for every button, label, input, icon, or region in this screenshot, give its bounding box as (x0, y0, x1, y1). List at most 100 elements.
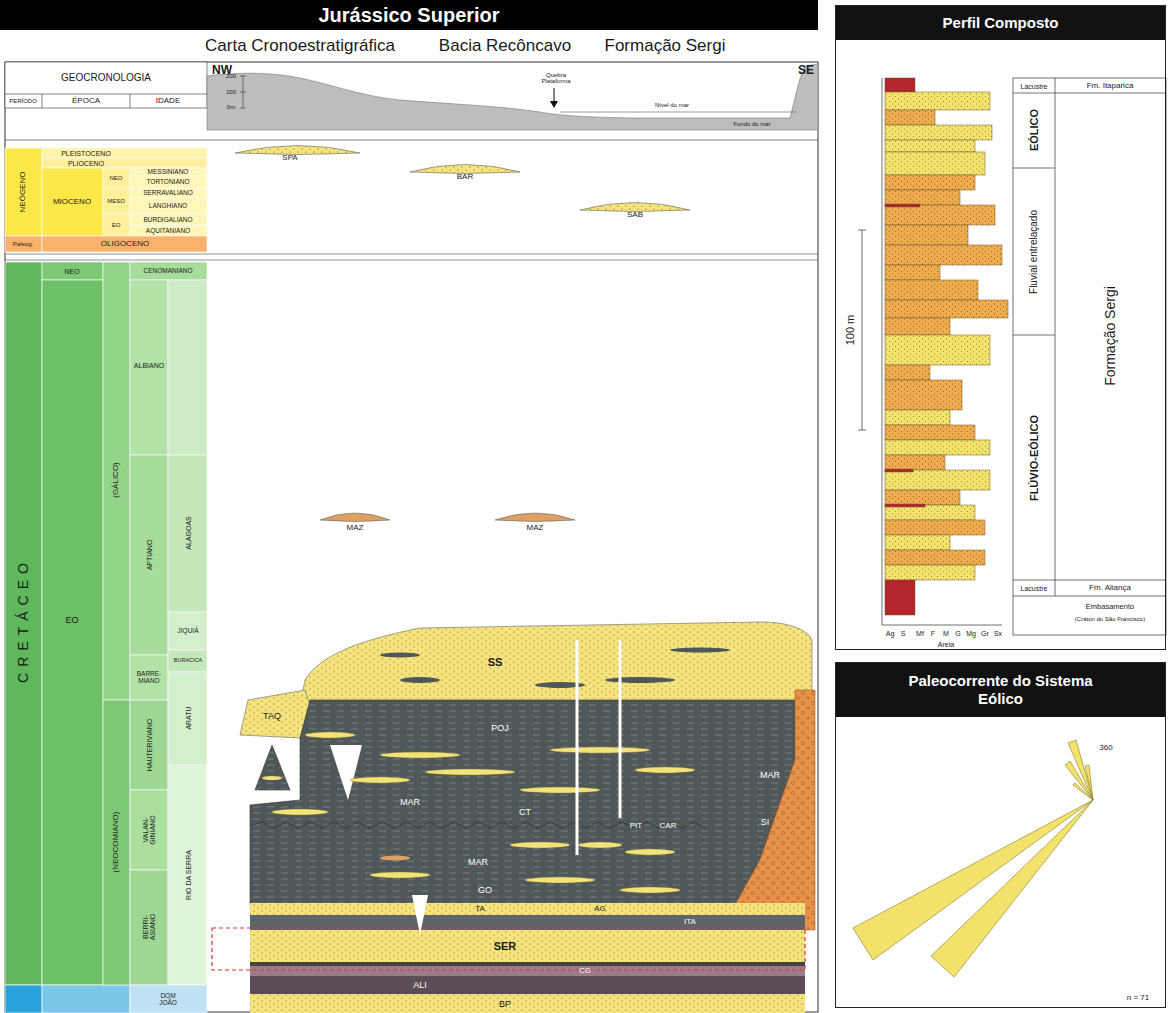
unit-code: SS (488, 657, 503, 668)
age-name: HAUTERIVIANO (146, 719, 153, 772)
subepoch-name: MESO (107, 198, 125, 204)
composite-profile (885, 78, 1008, 615)
panel-heading-bar: Paleocorrente do Sistema Eólico (836, 663, 1165, 717)
rose-diagram (853, 740, 1093, 977)
unit-code: MAR (468, 858, 488, 867)
age-name: BERRI- ASIANO (142, 908, 156, 946)
unit-code: MAZ (527, 524, 544, 532)
unit-code: MAR (400, 798, 420, 807)
unit-code: AG (594, 905, 606, 913)
local-stage: ALAGOAS (185, 516, 192, 549)
age-name: ALBIANO (134, 362, 164, 369)
scale-label: 100 m (845, 315, 856, 346)
title-band (0, 0, 818, 30)
unit-code: SER (494, 941, 517, 952)
lithostratigraphy (212, 622, 815, 1013)
neogene-units (235, 146, 690, 522)
unit-code: TA (475, 905, 485, 913)
grain-size: F (931, 630, 935, 637)
column-header: PERÍODO (9, 98, 37, 104)
grain-size: Sx (994, 630, 1002, 637)
column-header: GEOCRONOLOGIA (61, 73, 151, 83)
age-name: CENOMANIANO (143, 268, 192, 275)
chart-title: Jurássico Superior (318, 5, 499, 25)
unit-code: MAZ (347, 524, 364, 532)
environment-cell: FLÚVIO-EÓLICO (1029, 415, 1040, 501)
unit-code: TAQ (263, 712, 281, 721)
local-stage: BURACICA (174, 658, 202, 664)
scale-value: 100 (226, 89, 236, 95)
environment-cell: EÓLICO (1029, 109, 1040, 151)
column-header: ÉPOCA (72, 97, 100, 105)
profile-note: Nível do mar (655, 102, 689, 108)
local-stage: RIO DA SERRA (185, 850, 192, 900)
formation-cell: Fm. Itaparica (1087, 82, 1134, 90)
unit-code: POJ (491, 724, 509, 733)
scale-value: 200 (226, 73, 236, 79)
time-break (5, 254, 818, 260)
formation-cell: Formação Sergi (1103, 286, 1117, 386)
grain-size: Gr (981, 630, 989, 637)
epoch-name: OLIGOCENO (101, 240, 149, 248)
formation-cell: Fm. Aliança (1089, 584, 1131, 592)
grain-size: G (955, 630, 960, 637)
subtitle: Carta Cronoestratigráfica (205, 37, 395, 54)
panel-heading-bar: Perfil Composto (836, 6, 1165, 40)
subepoch-name: NEO (109, 175, 122, 181)
subtitle: Bacia Recôncavo (439, 37, 571, 54)
period-name: Paleog. (13, 241, 33, 247)
age-name: MESSINIANO (148, 169, 189, 176)
profile-note: Fundo do mar (733, 121, 770, 127)
unit-code: CAR (660, 822, 677, 830)
subepoch-name: (GÁLICO) (112, 462, 120, 498)
environment-cell: Lacustre (1021, 585, 1048, 592)
neogene-column (5, 148, 207, 252)
unit-code: GO (478, 886, 492, 895)
chart-frame (5, 62, 818, 1012)
cretaceous-column (5, 262, 207, 1013)
unit-code: BP (499, 1000, 511, 1009)
age-name: AQUITANIANO (146, 227, 190, 234)
age-name: LANGHIANO (149, 203, 187, 210)
unit-code: BAR (457, 173, 473, 181)
grain-size: Mf (916, 630, 924, 637)
profile-axes (858, 78, 1166, 635)
epoch-name: MIOCENO (53, 198, 91, 206)
environment-cell: Lacustre (1021, 82, 1048, 89)
age-name: VALAN- GINIANO (142, 809, 156, 851)
unit-code: SPA (282, 154, 297, 162)
column-header: IDADE (156, 97, 180, 105)
grain-size: Ag (886, 630, 895, 637)
period-name: CRETÁCEO (16, 557, 30, 683)
local-stage: DOM JOÃO (153, 993, 183, 1006)
panel-heading: Perfil Composto (943, 14, 1059, 32)
subepoch-name: EO (112, 222, 121, 228)
epoch-name: PLIOCENO (68, 160, 104, 167)
epoch-name: PLEISTOCENO (61, 150, 111, 157)
unit-code: SAB (627, 211, 643, 219)
age-name: BURDIGALIANO (143, 216, 192, 223)
age-name: BARRE- MIANO (132, 671, 166, 684)
epoch-name: EO (65, 616, 78, 625)
unit-code: ALI (413, 981, 427, 990)
unit-code: CG (579, 967, 591, 975)
axis-title: Areia (938, 641, 954, 648)
seafloor-profile (207, 64, 818, 130)
sample-count: n = 71 (1127, 994, 1149, 1002)
age-name: SERRAVALIANO (143, 190, 193, 197)
formation-cell: Embasamento (1086, 603, 1134, 611)
local-stage: JIQUIÁ (178, 628, 199, 635)
environment-cell: Fluvial entrelaçado (1029, 210, 1039, 294)
grain-size: Mg (966, 630, 976, 637)
subtitle: Formação Sergi (605, 37, 726, 54)
panel-box: Paleocorrente do Sistema Eólico (835, 662, 1166, 1008)
subepoch-name: (NEOCOMIANO) (112, 812, 120, 873)
profile-note: Quebra Plataforma (538, 72, 574, 84)
unit-code: MAR (760, 771, 780, 780)
azimuth-label: 360 (1099, 744, 1112, 752)
scale-value: 0m (227, 104, 235, 110)
age-name: APTIANO (146, 540, 153, 571)
panel-heading: Paleocorrente do Sistema Eólico (906, 672, 1096, 708)
unit-code: PIT (630, 822, 642, 830)
